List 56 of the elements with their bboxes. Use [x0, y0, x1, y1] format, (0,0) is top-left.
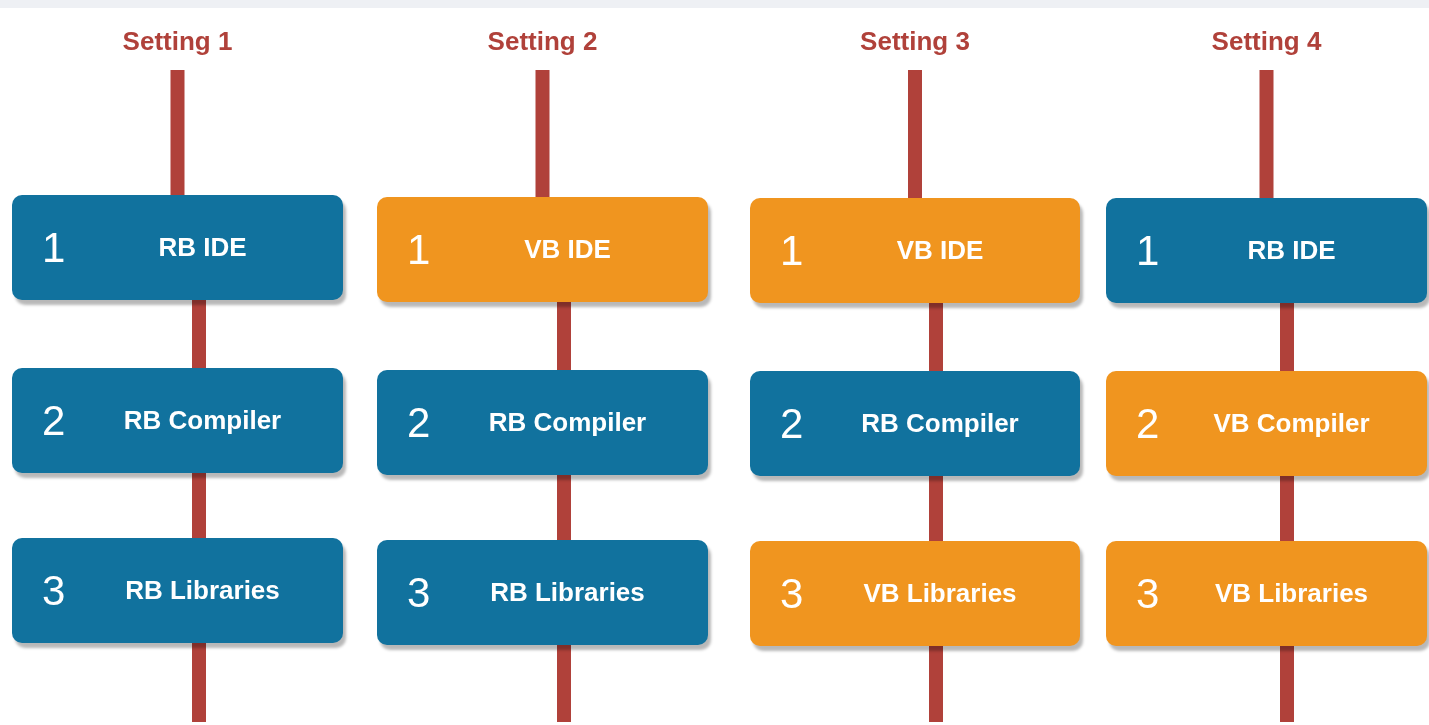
step-number: 1	[1136, 225, 1160, 276]
component-box	[750, 198, 1080, 303]
component-label: RB Compiler	[860, 407, 1020, 440]
connector-bar	[1259, 70, 1274, 198]
component-label: RB Compiler	[487, 406, 648, 439]
setting-heading: Setting 2	[377, 26, 708, 62]
component-label: VB IDE	[523, 233, 612, 266]
component-label: VB Libraries	[862, 577, 1018, 610]
step-number: 3	[1136, 568, 1160, 619]
connector-bar	[929, 476, 943, 541]
connector-bar	[192, 643, 206, 722]
connector-bar	[557, 645, 571, 722]
component-box	[1106, 541, 1427, 646]
component-box	[12, 538, 343, 643]
component-label: VB Compiler	[1212, 407, 1371, 440]
component-box	[750, 371, 1080, 476]
step-number: 1	[407, 224, 431, 275]
component-label: RB IDE	[157, 231, 248, 264]
component-label: RB IDE	[1246, 234, 1337, 267]
step-number: 3	[780, 568, 804, 619]
step-number: 2	[407, 397, 431, 448]
component-box	[1106, 371, 1427, 476]
setting-heading: Setting 1	[12, 26, 343, 62]
component-box	[750, 541, 1080, 646]
component-box	[377, 370, 708, 475]
step-number: 2	[780, 398, 804, 449]
step-number: 1	[42, 222, 66, 273]
component-label: VB IDE	[895, 234, 985, 267]
connector-bar	[192, 473, 206, 538]
connector-bar	[1280, 646, 1294, 722]
connector-bar	[170, 70, 185, 195]
component-label: RB Libraries	[124, 574, 281, 607]
component-label: RB Compiler	[122, 404, 283, 437]
component-box	[12, 195, 343, 300]
connector-bar	[535, 70, 550, 197]
step-number: 2	[42, 395, 66, 446]
step-number: 2	[1136, 398, 1160, 449]
step-number: 1	[780, 225, 804, 276]
connector-bar	[929, 646, 943, 722]
connector-bar	[192, 300, 206, 368]
step-number: 3	[42, 565, 66, 616]
step-number: 3	[407, 567, 431, 618]
connector-bar	[1280, 476, 1294, 541]
component-label: RB Libraries	[489, 576, 646, 609]
connector-bar	[929, 303, 943, 371]
component-box	[377, 197, 708, 302]
connector-bar	[557, 302, 571, 370]
component-box	[1106, 198, 1427, 303]
component-label: VB Libraries	[1213, 577, 1370, 610]
component-box	[12, 368, 343, 473]
component-box	[377, 540, 708, 645]
connector-bar	[908, 70, 922, 198]
setting-heading: Setting 4	[1106, 26, 1427, 62]
connector-bar	[1280, 303, 1294, 371]
connector-bar	[557, 475, 571, 540]
setting-heading: Setting 3	[750, 26, 1080, 62]
